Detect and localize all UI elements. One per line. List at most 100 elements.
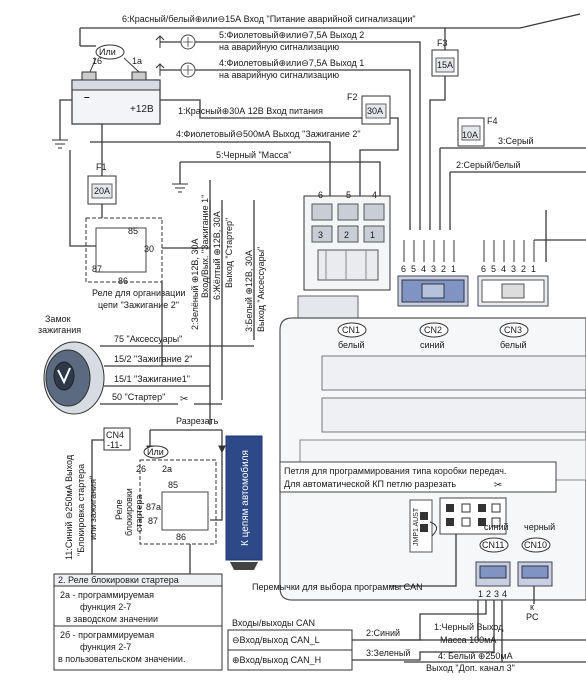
svg-text:F2: F2 bbox=[347, 92, 358, 102]
svg-text:2: 2 bbox=[486, 589, 491, 599]
ign-pos-50: 50 "Стартер" bbox=[112, 392, 165, 402]
ign-pos-151: 15/1 "Зажигание1" bbox=[114, 374, 190, 384]
cn2-pins-pin-label: 6 bbox=[401, 264, 406, 274]
relay-ignition2: 85 30 87 86 Реле для организации цепи "З… bbox=[69, 150, 211, 310]
fuse-f1: F1 20А bbox=[87, 124, 117, 220]
wire-6-yellow-label: 6:Жёлтый ⊕12В, 30А bbox=[212, 211, 222, 300]
svg-text:CN4: CN4 bbox=[106, 430, 124, 440]
svg-text:1а: 1а bbox=[132, 56, 142, 66]
svg-text:3:Зеленый: 3:Зеленый bbox=[366, 648, 410, 658]
svg-text:Реле для организации: Реле для организации bbox=[92, 288, 185, 298]
svg-text:26: 26 bbox=[136, 464, 146, 474]
svg-text:F4: F4 bbox=[487, 116, 498, 126]
svg-text:черный: черный bbox=[524, 522, 555, 532]
svg-text:синий: синий bbox=[420, 340, 445, 350]
starter-relay-legend: 2. Реле блокировки стартера 2а - програм… bbox=[53, 573, 223, 671]
cn2-header: CN2 синий bbox=[419, 322, 449, 350]
wire-3-white-label: 3:Белый ⊕12В, 30А bbox=[244, 250, 254, 332]
wire-5-ground bbox=[180, 161, 381, 200]
fuse-f3: F3 15А bbox=[429, 28, 459, 230]
cn2-pins-pin-label: 2 bbox=[441, 264, 446, 274]
wire-2-green-label: 2:Зелёный ⊕12В, 30А bbox=[190, 239, 200, 330]
wire-2-gray-white bbox=[449, 171, 586, 230]
svg-text:1:Черный Выход: 1:Черный Выход bbox=[434, 622, 504, 632]
wire-3-white-label-b: Выход "Аксессуары" bbox=[256, 247, 266, 332]
svg-text:Или: Или bbox=[147, 447, 164, 457]
svg-text:функция 2-7: функция 2-7 bbox=[80, 602, 131, 612]
can-io-box: Входы/выходы CAN ⊖Вход/выход CAN_L ⊕Вход… bbox=[227, 600, 495, 671]
svg-text:F3: F3 bbox=[437, 38, 448, 48]
relay2-caption-1: Реле bbox=[114, 499, 124, 520]
wire-4-ignition2 bbox=[90, 141, 331, 200]
wire-1-power bbox=[160, 99, 350, 119]
cn2-pins-pin-label: 5 bbox=[411, 264, 416, 274]
svg-text:1: 1 bbox=[478, 589, 483, 599]
ign-pos-152: 15/2 "Зажигание 2" bbox=[114, 354, 193, 364]
svg-text:6: 6 bbox=[318, 190, 323, 200]
svg-text:Масса 100мА: Масса 100мА bbox=[440, 635, 496, 645]
cn2-pins-pin-label: 3 bbox=[431, 264, 436, 274]
wire-2-green-label-b: Вход/Вых. "Зажигание 1" bbox=[200, 195, 210, 298]
svg-text:2а - программируемая: 2а - программируемая bbox=[60, 590, 154, 600]
svg-text:в заводском значении: в заводском значении bbox=[66, 614, 158, 624]
can-jumper-block bbox=[390, 497, 507, 587]
svg-text:Выход "Доп. канал 3": Выход "Доп. канал 3" bbox=[426, 663, 515, 673]
ground-battery bbox=[52, 99, 72, 149]
fuse-f2: F2 30А bbox=[347, 92, 399, 200]
svg-text:функция 2-7: функция 2-7 bbox=[80, 642, 131, 652]
svg-text:2:Синий: 2:Синий bbox=[366, 628, 400, 638]
svg-text:CN11: CN11 bbox=[482, 540, 504, 550]
lamp-2 bbox=[155, 62, 411, 230]
fuse-f4: F4 10А bbox=[457, 116, 498, 147]
cn3-pins-pin-label: 6 bbox=[481, 264, 486, 274]
svg-text:зажигания: зажигания bbox=[38, 325, 81, 335]
svg-text:CN2: CN2 bbox=[424, 325, 442, 335]
svg-text:2: 2 bbox=[344, 230, 349, 240]
wire-2-gray-label: 2:Серый/белый bbox=[456, 160, 521, 170]
svg-text:к: к bbox=[530, 602, 534, 612]
svg-text:синий: синий bbox=[484, 522, 509, 532]
cn3-pins-pin-label: 4 bbox=[501, 264, 506, 274]
svg-text:86: 86 bbox=[176, 532, 186, 542]
wire-6-yellow-label-b: Выход "Стартер" bbox=[224, 218, 234, 288]
wire-5-label: 5:Фиолетовый⊕или⊖7,5А Выход 2 bbox=[219, 30, 364, 40]
wire-ign-152 bbox=[104, 282, 210, 367]
svg-text:Или: Или bbox=[99, 47, 116, 57]
wire-3-gray-label: 3:Серый bbox=[498, 136, 534, 146]
ignition-lock: Замок зажигания bbox=[38, 314, 105, 415]
svg-text:цепи "Зажигание 2": цепи "Зажигание 2" bbox=[98, 300, 179, 310]
svg-text:2а: 2а bbox=[162, 464, 172, 474]
relay-starter-block: Или 26 2а 85 87а 87 30 86 bbox=[92, 445, 223, 575]
cn3-pins-pin-label: 2 bbox=[521, 264, 526, 274]
relay2-caption-3: стартера bbox=[134, 495, 144, 532]
cn3-pins-pin-label: 1 bbox=[531, 264, 536, 274]
wire-6-hazard-power: 6:Красный/белый⊕или⊖15А Вход "Питание ав… bbox=[79, 13, 581, 46]
svg-text:Входы/выходы CAN: Входы/выходы CAN bbox=[232, 618, 315, 628]
cn2-pins-pin-label: 1 bbox=[451, 264, 456, 274]
svg-text:87а: 87а bbox=[146, 502, 161, 512]
svg-text:белый: белый bbox=[338, 340, 365, 350]
cn11-outputs: 1:Черный Выход Масса 100мА 4: Белый ⊕250… bbox=[400, 600, 586, 673]
to-car-circuits: К цепям автомобиля bbox=[225, 435, 263, 570]
cn3-header: CN3 белый bbox=[499, 322, 529, 350]
power-connector: 6 5 4 3 2 1 bbox=[297, 190, 391, 321]
wire-5-label-b: на аварийную сигнализацию bbox=[219, 42, 339, 52]
svg-text:PC: PC bbox=[526, 612, 539, 622]
svg-text:3: 3 bbox=[318, 230, 323, 240]
car-circuits-label: К цепям автомобиля bbox=[239, 450, 251, 546]
svg-text:CN3: CN3 bbox=[504, 325, 522, 335]
cn4: CN4 -11- bbox=[91, 427, 131, 574]
cn3-pins-pin-label: 3 bbox=[511, 264, 516, 274]
svg-text:16: 16 bbox=[92, 56, 102, 66]
wire-1-label: 1:Красный⊕30А 12В Вход питания bbox=[178, 106, 323, 116]
cn11: синий CN11 1 2 3 4 bbox=[475, 522, 511, 599]
cut-label: Разрезать bbox=[176, 416, 219, 426]
svg-text:87: 87 bbox=[92, 264, 102, 274]
cn2-pins-pin-label: 4 bbox=[421, 264, 426, 274]
lamp-1 bbox=[155, 34, 421, 230]
relay2-caption-2: блокировки bbox=[124, 488, 134, 536]
cn10: черный CN10 к PC bbox=[517, 522, 555, 622]
wire-11-label-c: или зажигания" bbox=[88, 476, 98, 540]
